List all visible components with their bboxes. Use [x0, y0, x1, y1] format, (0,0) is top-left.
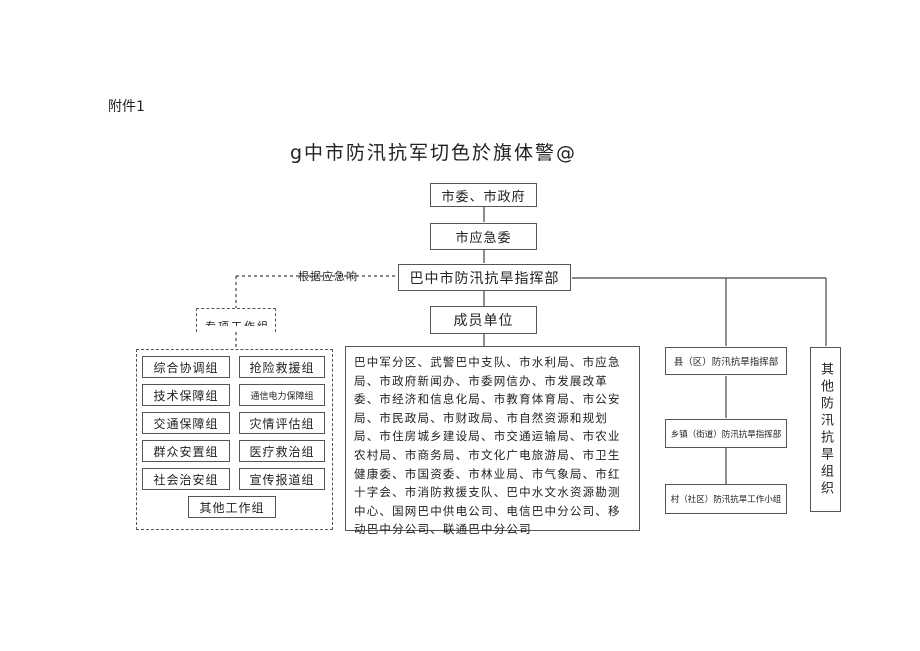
- node-member-units: 成员单位: [430, 306, 537, 334]
- group-cell: 宣传报道组: [239, 468, 325, 490]
- group-cell: 抢险救援组: [239, 356, 325, 378]
- group-other: 其他工作组: [188, 496, 276, 518]
- group-cell: 综合协调组: [142, 356, 230, 378]
- working-groups-container: [136, 349, 333, 530]
- group-cell: 技术保障组: [142, 384, 230, 406]
- group-cell: 交通保障组: [142, 412, 230, 434]
- group-cell: 社会治安组: [142, 468, 230, 490]
- node-village-group: 村（社区）防汛抗旱工作小组: [665, 484, 787, 514]
- node-emergency-committee: 市应急委: [430, 223, 537, 250]
- member-units-list: 巴中军分区、武警巴中支队、市水利局、市应急局、市政府新闻办、市委网信办、市发展改…: [345, 346, 640, 536]
- diagram-title: g中市防汛抗军切色於旗体警@: [290, 142, 578, 164]
- group-cell: 医疗救治组: [239, 440, 325, 462]
- node-other-orgs: 其他防汛抗旱组织: [810, 347, 841, 512]
- response-label: 根据应急响: [298, 270, 358, 283]
- attachment-label: 附件1: [108, 99, 145, 115]
- group-cell: 通信电力保障组: [239, 384, 325, 406]
- working-groups-label: 专项工作组: [205, 318, 270, 326]
- working-groups-header-box: [196, 308, 276, 332]
- node-county-hq: 县（区）防汛抗旱指挥部: [665, 347, 787, 375]
- node-town-hq: 乡镇（街道）防汛抗旱指挥部: [665, 419, 787, 448]
- group-cell: 灾情评估组: [239, 412, 325, 434]
- group-cell: 群众安置组: [142, 440, 230, 462]
- node-flood-hq: 巴中市防汛抗旱指挥部: [398, 264, 571, 291]
- node-party-government: 市委、市政府: [430, 183, 537, 207]
